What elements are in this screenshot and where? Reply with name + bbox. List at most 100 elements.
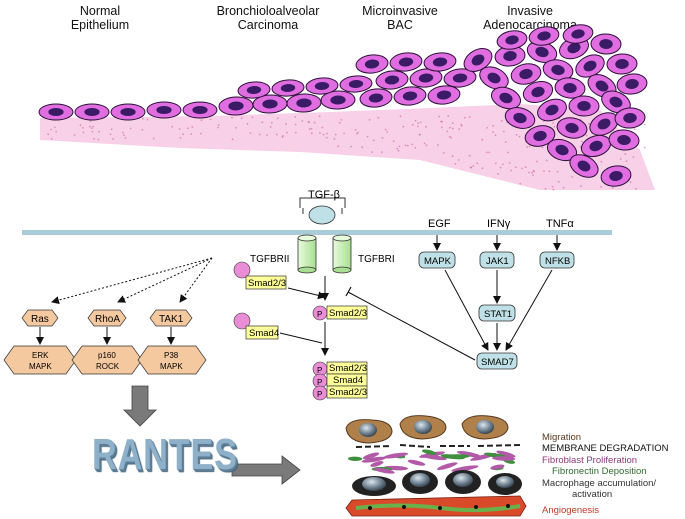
fibroblast [383, 452, 409, 459]
fibronectin-fiber [421, 449, 437, 455]
smad4-label: Smad4 [249, 328, 279, 339]
complex-label-2: Smad4 [333, 375, 363, 386]
ras-node [21, 309, 59, 327]
fibroblast [437, 462, 458, 470]
smad4-bubble [233, 312, 251, 330]
tumor-cell [537, 98, 567, 122]
tumor-cell [271, 79, 305, 97]
tumor-cell [237, 81, 271, 99]
outcome-migration: Migration [542, 432, 582, 443]
tumor-cell [355, 54, 389, 74]
tumor-cell [463, 48, 493, 72]
mapk-label: MAPK [424, 256, 452, 267]
stage-invasive-line1: Invasive [507, 4, 553, 18]
stat1-label: STAT1 [484, 309, 512, 320]
outcome-macrophage-accumulation: Macrophage accumulation/ [542, 477, 657, 489]
arrow-mapk-smad7 [444, 269, 489, 351]
right-arrow-to-effects [231, 455, 301, 485]
dashed-branches [51, 257, 213, 305]
p-smad23-box [326, 305, 368, 320]
smad23-label: Smad2/3 [248, 278, 286, 289]
rhoa-label: RhoA [95, 314, 120, 325]
fibronectin-fiber [347, 456, 363, 462]
tak1-label: TAK1 [159, 314, 184, 325]
p-smad23-p: P [317, 310, 322, 319]
tgfbrii-receptor [297, 234, 317, 274]
tumor-cell [423, 52, 457, 72]
jak1-node [479, 251, 515, 269]
tumor-cell [590, 33, 622, 55]
complex-p2-label: P [317, 378, 322, 387]
fibroblast [451, 465, 479, 472]
tumor-cell [606, 53, 638, 75]
tumor-cell [601, 90, 631, 114]
tgfb-ligand [299, 197, 346, 225]
tumor-cell [528, 26, 560, 46]
tumor-cell [522, 80, 554, 104]
tumor-cell [569, 154, 599, 178]
tumor-cell [74, 103, 110, 121]
stroma-band [40, 104, 655, 190]
stage-bac-line1: Bronchioloalveolar [216, 4, 320, 18]
tumor-cell [608, 129, 640, 151]
tumor-cell [182, 101, 218, 119]
outcome-membrane-degradation: MEMBRANE DEGRADATION [542, 443, 669, 455]
tumor-cell [510, 63, 542, 85]
p38-mapk-node [137, 345, 207, 375]
tumor-cell [218, 96, 254, 116]
tumor-cell [409, 68, 443, 88]
tumor-cell [504, 107, 536, 129]
inhibit-smad7-receptor [347, 291, 476, 361]
rhoa-node [87, 309, 127, 327]
tumor-cell [562, 24, 594, 44]
fibroblast [373, 467, 395, 474]
stage-label-bac: Bronchioloalveolar Carcinoma [198, 4, 338, 32]
tumor-cell [490, 86, 522, 110]
tgfbri-label: TGFBRI [358, 254, 395, 265]
epithelial-cells [38, 24, 648, 187]
fibroblast [492, 456, 516, 461]
fibroblast [456, 450, 481, 458]
tumor-cell [542, 59, 574, 81]
arrow-nfkb-smad7 [505, 269, 553, 351]
ras-label: Ras [31, 314, 49, 325]
stage-normal-line2: Epithelium [70, 18, 130, 32]
stage-micro-line1: Microinvasive [362, 4, 438, 18]
egf-label: EGF [428, 218, 451, 230]
p160-label: p160 [98, 351, 116, 360]
erk-label: ERK [32, 351, 49, 360]
smad4-box [245, 325, 279, 340]
tumor-cell [443, 68, 477, 88]
complex-label-1: Smad2/3 [329, 363, 367, 374]
tumor-cell [494, 45, 526, 67]
smad23-bubble [233, 261, 251, 279]
fibroblast [407, 459, 426, 466]
tumor-cell [568, 95, 600, 117]
fibroblast [361, 456, 386, 463]
tumor-cell [393, 86, 427, 106]
tumor-cell [146, 101, 182, 119]
tumor-cell [320, 90, 356, 110]
tgfbri-receptor [332, 234, 352, 274]
erk-mapk-label: MAPK [29, 362, 52, 371]
jak1-label: JAK1 [486, 256, 509, 267]
stage-micro-line2: BAC [387, 18, 413, 32]
tumor-cell [110, 103, 146, 121]
fibroblast [362, 452, 380, 460]
stage-label-microinvasive: Microinvasive BAC [350, 4, 450, 32]
smad7-node [476, 352, 518, 370]
stage-normal-line1: Normal [79, 4, 121, 18]
complex-label-3: Smad2/3 [329, 387, 367, 398]
fibroblast [370, 461, 384, 467]
tgfb-label: TGF-β [308, 189, 340, 201]
inhibit-bar [345, 286, 352, 297]
smad23-box [245, 275, 287, 290]
outcome-fibronectin-deposition: Fibronectin Deposition [552, 466, 647, 478]
smad7-label: SMAD7 [481, 357, 514, 368]
stat1-node [478, 304, 516, 322]
tumor-cell [359, 88, 393, 108]
tumor-cell [339, 75, 373, 93]
complex-p3-label: P [317, 390, 322, 399]
down-arrow-to-rantes [123, 385, 157, 427]
